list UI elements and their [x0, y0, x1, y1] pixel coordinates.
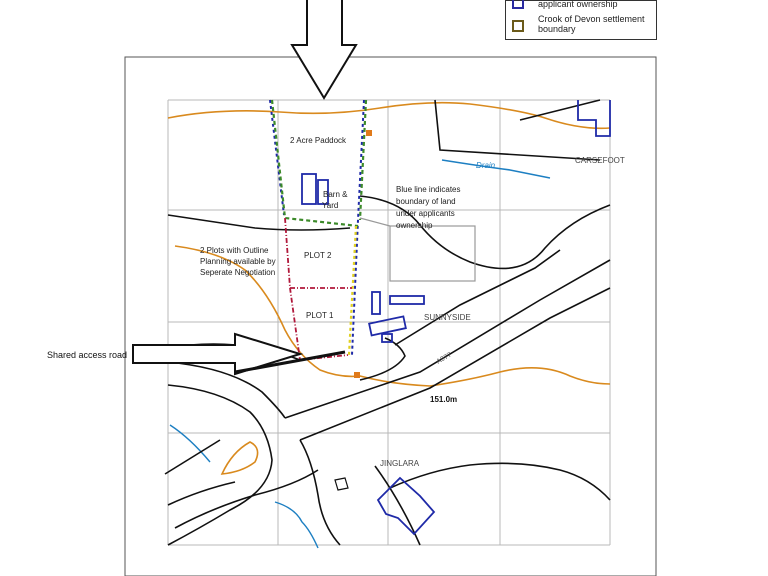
label-outline-1: 2 Plots with Outline: [200, 246, 269, 255]
applicant-boundary: [269, 99, 365, 356]
arrow-down-icon: [290, 0, 358, 100]
label-outline-3: Seperate Negotiation: [200, 268, 275, 277]
stream-blue-2: [274, 501, 319, 549]
label-yard: Yard: [322, 201, 338, 210]
legend-label-applicant: applicant ownership: [538, 0, 618, 9]
shared-access-label: Shared access road: [47, 350, 128, 360]
shared-access-road-line: [234, 350, 346, 374]
drain-line: [441, 159, 551, 179]
map-grid: [167, 99, 611, 546]
label-paddock: 2 Acre Paddock: [290, 136, 347, 145]
label-jinglara: JINGLARA: [380, 459, 420, 468]
label-blue-2: boundary of land: [396, 197, 456, 206]
map-legend: applicant ownership Crook of Devon settl…: [505, 0, 657, 40]
label-drain: Drain: [476, 161, 496, 170]
stream-lines: [167, 101, 611, 475]
label-plot1: PLOT 1: [306, 311, 334, 320]
arrow-right-icon: [132, 332, 304, 376]
buildings: [301, 100, 611, 536]
label-carsefoot: CARSEFOOT: [575, 156, 625, 165]
settlement-boundary: [270, 99, 368, 228]
legend-item-applicant: applicant ownership: [506, 0, 656, 19]
label-sunnyside: SUNNYSIDE: [424, 313, 471, 322]
legend-label-settlement: Crook of Devon settlement boundary: [538, 14, 645, 34]
legend-swatch-applicant: [512, 0, 524, 9]
label-elevation: 151.0m: [430, 395, 457, 404]
marker-2: [354, 372, 360, 378]
label-barn: Barn &: [323, 190, 348, 199]
grey-building: [389, 225, 476, 282]
label-outline-2: Planning available by: [200, 257, 276, 266]
map-frame: [124, 56, 657, 576]
label-blue-1: Blue line indicates: [396, 185, 460, 194]
legend-swatch-settlement: [512, 20, 524, 32]
label-blue-4: ownership: [396, 221, 433, 230]
legend-item-settlement: Crook of Devon settlement boundary: [506, 14, 656, 34]
label-blue-3: under applicants: [396, 209, 455, 218]
label-plot2: PLOT 2: [304, 251, 332, 260]
marker-1: [366, 130, 372, 136]
plot-boundary: [284, 217, 352, 361]
stream-blue-1: [169, 424, 211, 463]
